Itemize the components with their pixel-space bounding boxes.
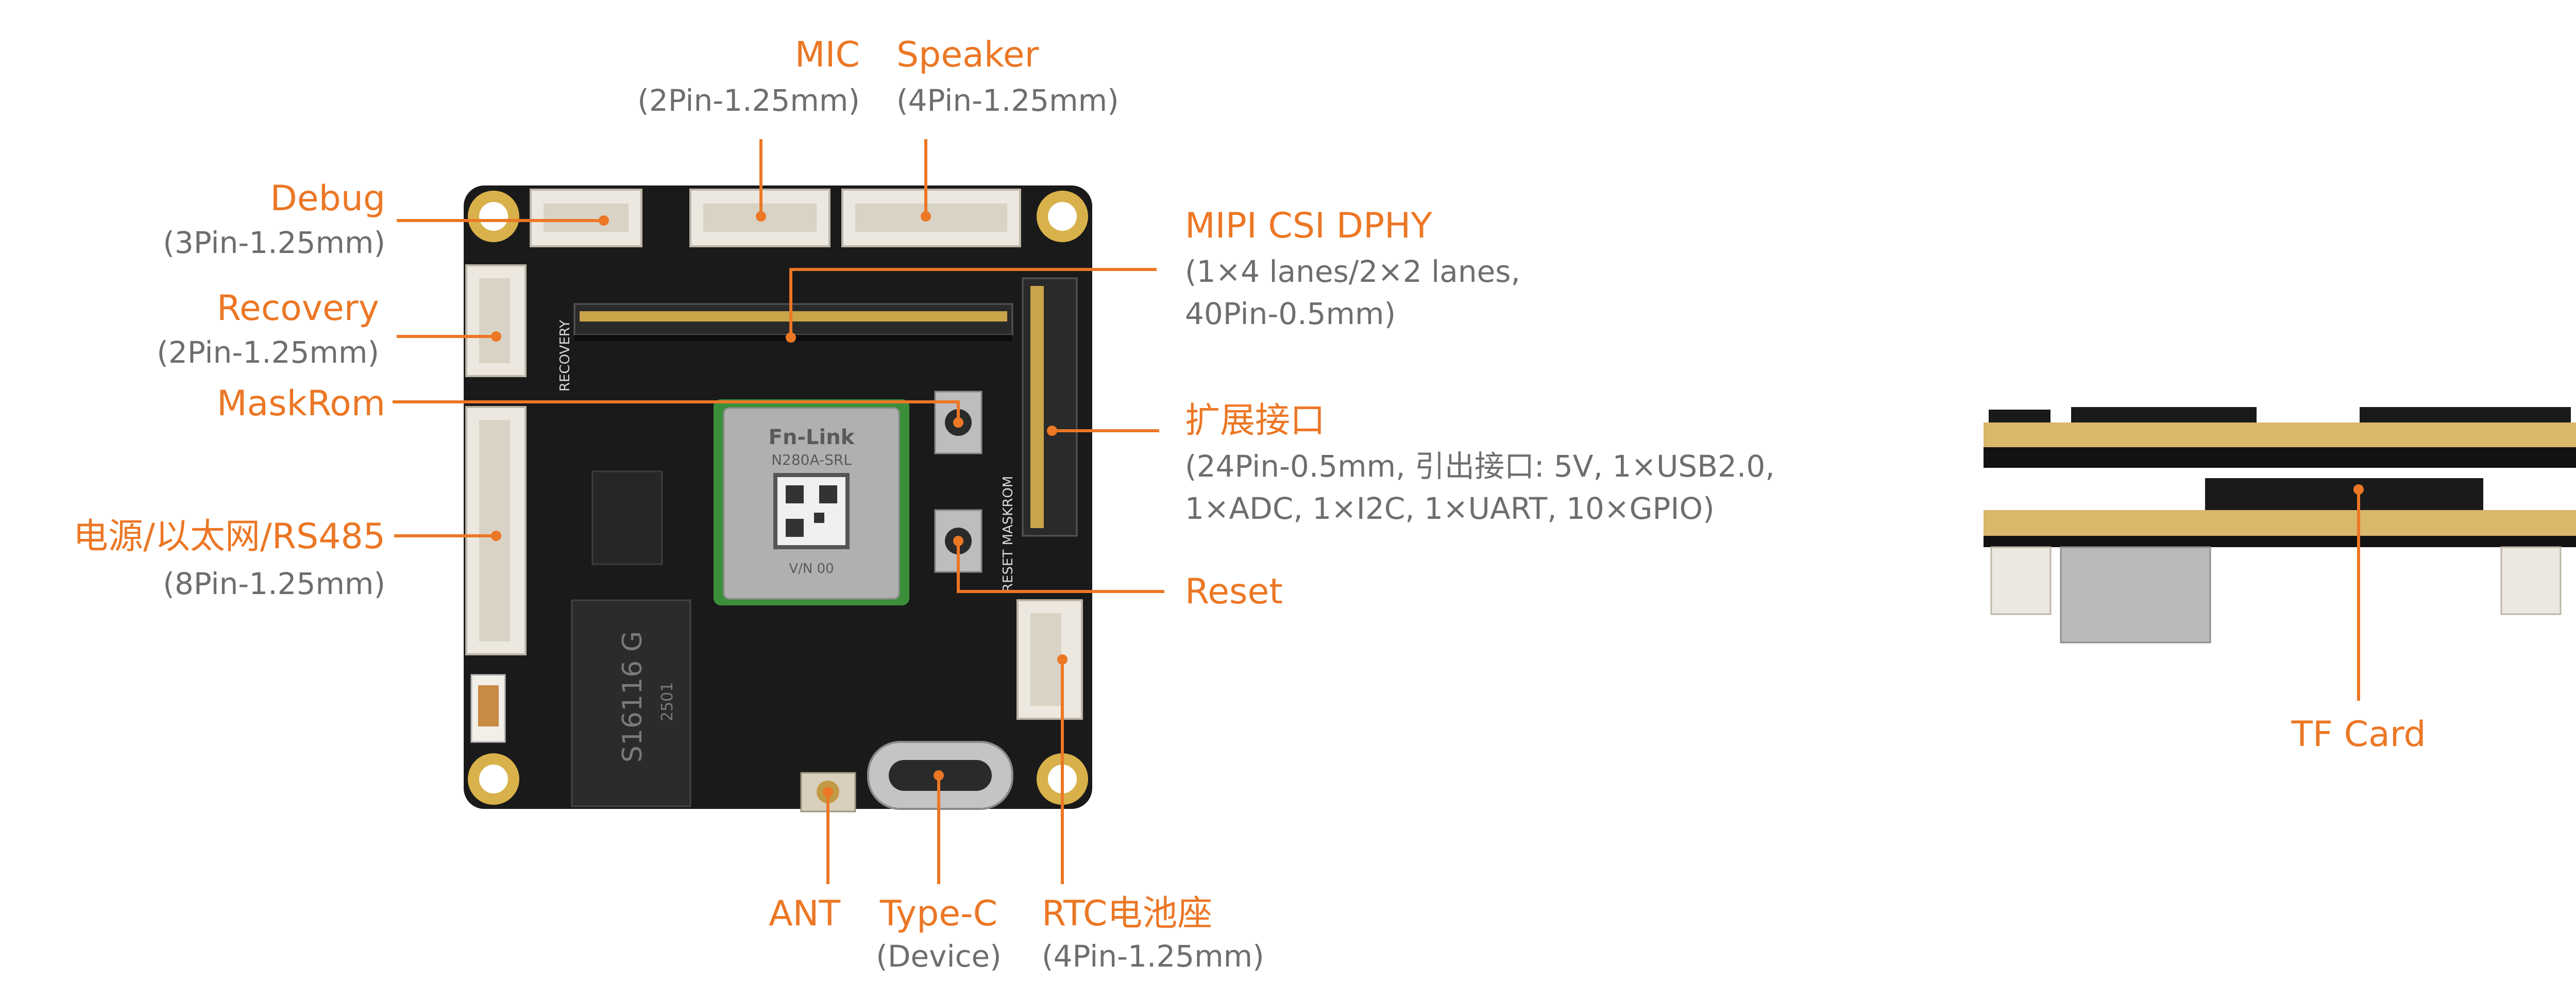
tfcard-title: TF Card [2291, 714, 2426, 755]
expansion-spec-line2: 1×ADC, 1×I2C, 1×UART, 10×GPIO) [1185, 491, 1715, 526]
module-brand: Fn-Link [769, 426, 855, 449]
leader-dots [491, 211, 2364, 797]
power-connector [465, 406, 527, 655]
recovery-title: Recovery [216, 288, 379, 329]
wifi-module: Fn-Link N280A-SRL V/N 00 [714, 399, 909, 605]
rtc-spec: (4Pin-1.25mm) [1042, 939, 1264, 974]
mic-spec: (2Pin-1.25mm) [637, 83, 860, 118]
module-model: N280A-SRL [771, 451, 852, 468]
power-spec: (8Pin-1.25mm) [163, 566, 385, 601]
ethernet-magnetics-chip: S16116 G 2501 [571, 599, 691, 807]
typec-title: Type-C [879, 893, 998, 934]
debug-spec: (3Pin-1.25mm) [163, 225, 385, 260]
mipi-csi-connector [573, 303, 1013, 341]
speaker-title: Speaker [896, 35, 1039, 75]
recovery-spec: (2Pin-1.25mm) [157, 335, 379, 370]
module-sn: V/N 00 [789, 561, 834, 577]
speaker-spec: (4Pin-1.25mm) [896, 83, 1119, 118]
speaker-connector [841, 189, 1021, 247]
expansion-title: 扩展接口 [1185, 400, 1326, 441]
ant-title: ANT [769, 893, 840, 934]
typec-spec: (Device) [876, 939, 1002, 974]
expansion-connector [1022, 277, 1078, 537]
power-title: 电源/以太网/RS485 [73, 516, 385, 557]
chip-marking-top: S16116 G [617, 631, 648, 763]
reset-title: Reset [1185, 571, 1283, 612]
maskrom-title: MaskRom [216, 383, 385, 424]
silk-recovery: RECOVERY [557, 320, 573, 392]
recovery-connector [465, 264, 527, 377]
small-ic [591, 470, 663, 565]
debug-title: Debug [270, 178, 385, 219]
leader-lines [393, 139, 2360, 884]
main-board: Fn-Link N280A-SRL V/N 00 S16116 G 2501 [464, 185, 1092, 813]
rtc-connector [1016, 599, 1083, 720]
silk-reset-maskrom: RESET MASKROM [1001, 476, 1016, 593]
expansion-spec-line1: (24Pin-0.5mm, 引出接口: 5V, 1×USB2.0, [1185, 449, 1775, 484]
chip-marking-bottom: 2501 [658, 682, 676, 721]
side-view-board [1984, 407, 2576, 644]
mic-title: MIC [794, 35, 860, 75]
debug-connector [530, 189, 642, 247]
rtc-title: RTC电池座 [1042, 893, 1213, 934]
mipi-title: MIPI CSI DPHY [1185, 206, 1432, 246]
mipi-spec-line2: 40Pin-0.5mm) [1185, 296, 1396, 331]
tf-card-slot [2060, 546, 2211, 644]
mipi-spec-line1: (1×4 lanes/2×2 lanes, [1185, 254, 1520, 289]
